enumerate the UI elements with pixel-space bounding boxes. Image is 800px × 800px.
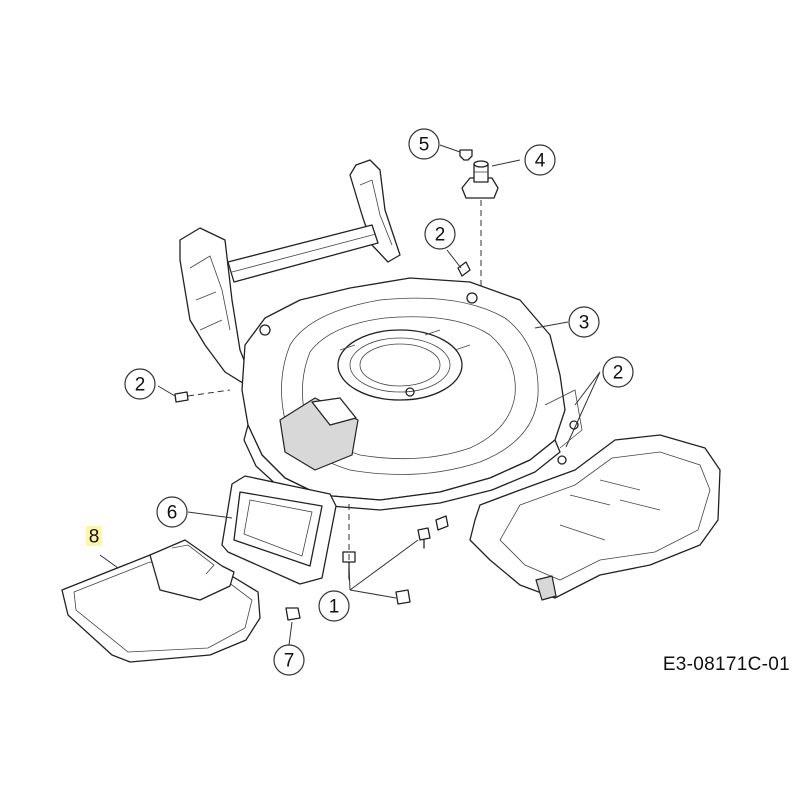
top-fitting-part-4 xyxy=(461,160,499,199)
callout-4[interactable]: 4 xyxy=(524,144,556,176)
screws-part-1 xyxy=(342,515,449,605)
svg-text:2: 2 xyxy=(613,363,624,384)
leader-2c xyxy=(565,371,601,448)
leader-3 xyxy=(534,321,569,329)
callout-3[interactable]: 3 xyxy=(568,306,600,338)
leader-5 xyxy=(439,144,461,153)
mower-deck xyxy=(179,159,583,511)
flap-frame-part-6 xyxy=(221,475,337,585)
nut-part-7 xyxy=(285,607,301,621)
screw-part-2-left xyxy=(174,391,189,403)
callout-5[interactable]: 5 xyxy=(408,128,440,160)
svg-text:4: 4 xyxy=(535,151,546,172)
svg-text:7: 7 xyxy=(284,651,295,672)
leader-6 xyxy=(187,511,233,519)
screw-part-2-top xyxy=(457,261,471,277)
svg-text:6: 6 xyxy=(167,503,178,524)
svg-text:1: 1 xyxy=(329,597,340,618)
drawing-code: E3-08171C-01 xyxy=(662,654,790,675)
svg-text:8: 8 xyxy=(89,527,100,548)
svg-text:5: 5 xyxy=(419,135,430,156)
svg-text:2: 2 xyxy=(435,225,446,246)
callout-2-top[interactable]: 2 xyxy=(424,218,456,250)
leader-8 xyxy=(99,554,119,569)
callout-6[interactable]: 6 xyxy=(156,496,188,528)
svg-text:2: 2 xyxy=(135,375,146,396)
leader-2b xyxy=(157,385,176,397)
leader-4 xyxy=(491,159,521,167)
callout-8[interactable]: 8 xyxy=(86,526,102,548)
callout-2-right[interactable]: 2 xyxy=(602,356,634,388)
leader-1 xyxy=(348,539,419,599)
side-guard xyxy=(469,434,721,601)
callout-7[interactable]: 7 xyxy=(273,644,305,676)
callout-1[interactable]: 1 xyxy=(318,590,350,622)
leader-2a xyxy=(446,249,462,269)
svg-text:3: 3 xyxy=(579,313,590,334)
cover-part-8 xyxy=(61,539,261,663)
screw-part-5 xyxy=(459,149,473,161)
callout-2-left[interactable]: 2 xyxy=(124,368,156,400)
leader-7 xyxy=(288,621,293,646)
